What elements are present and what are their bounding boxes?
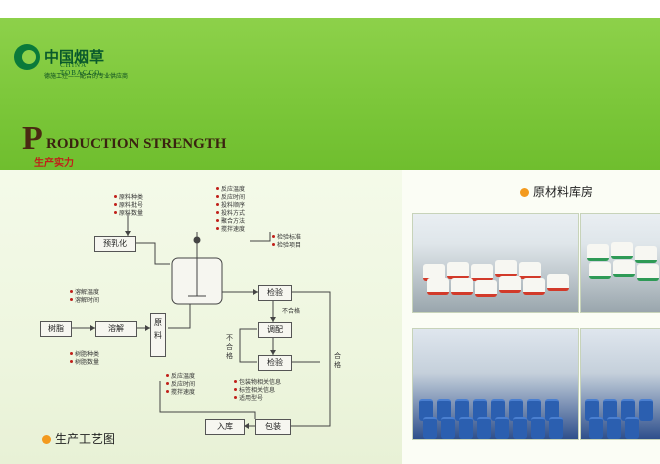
warehouse-photo-2	[580, 213, 660, 313]
tobacco-leaf-icon	[14, 44, 40, 70]
qualified-label: 合格	[334, 352, 341, 369]
reaction-notes: 反应温度 反应时间 搅拌速度	[166, 373, 195, 397]
warehouse-photo-3	[412, 328, 579, 440]
inspection-box-1: 检验	[258, 285, 292, 301]
reactor-notes: 反应温度 反应时间 投料顺序 投料方式 聚合方法 搅拌速度	[216, 186, 245, 234]
warehouse-photo-4	[580, 328, 660, 440]
packaging-notes: 包装物相关信息 标签相关信息 适用型号	[234, 379, 281, 403]
header-banner	[0, 18, 660, 170]
storage-box: 入库	[205, 419, 245, 435]
inspection-standard-notes: 检验标准 检验项目	[272, 234, 301, 250]
logo-subtitle: 德施工控——配合的专业供应商	[44, 73, 129, 80]
dissolve-box: 溶解	[95, 321, 137, 337]
china-tobacco-logo: 中国烟草 CHINA TOBACCO	[14, 44, 105, 77]
title-initial: P	[22, 120, 43, 157]
raw-material-box: 原料	[150, 313, 166, 357]
pre-emulsify-box: 预乳化	[94, 236, 136, 252]
warehouse-photo-1	[412, 213, 579, 313]
resin-notes: 树脂种类 树脂数量	[70, 351, 99, 367]
process-heading-text: 生产工艺图	[55, 432, 116, 446]
blending-box: 调配	[258, 322, 292, 338]
orange-bullet-icon	[42, 435, 51, 444]
logo-chinese-text: 中国烟草	[44, 47, 105, 66]
packaging-box: 包装	[255, 419, 291, 435]
dissolve-notes: 溶解温度 溶解时间	[70, 289, 99, 305]
unqualified-label-2: 不合格	[226, 334, 233, 360]
warehouse-heading-text: 原材料库房	[533, 185, 594, 199]
raw-info-notes: 原料种类 原料批号 原料数量	[114, 194, 143, 218]
orange-bullet-icon	[520, 188, 529, 197]
resin-box: 树脂	[40, 321, 72, 337]
inspection-box-2: 检验	[258, 355, 292, 371]
process-heading: 生产工艺图	[42, 430, 115, 447]
unqualified-label-1: 不合格	[282, 308, 301, 315]
logo-english-text: CHINA TOBACCO	[60, 61, 101, 77]
title-chinese: 生产实力	[34, 158, 74, 169]
top-white-band	[0, 0, 660, 18]
warehouse-heading: 原材料库房	[520, 183, 593, 200]
title-english: RODUCTION STRENGTH	[46, 136, 227, 152]
